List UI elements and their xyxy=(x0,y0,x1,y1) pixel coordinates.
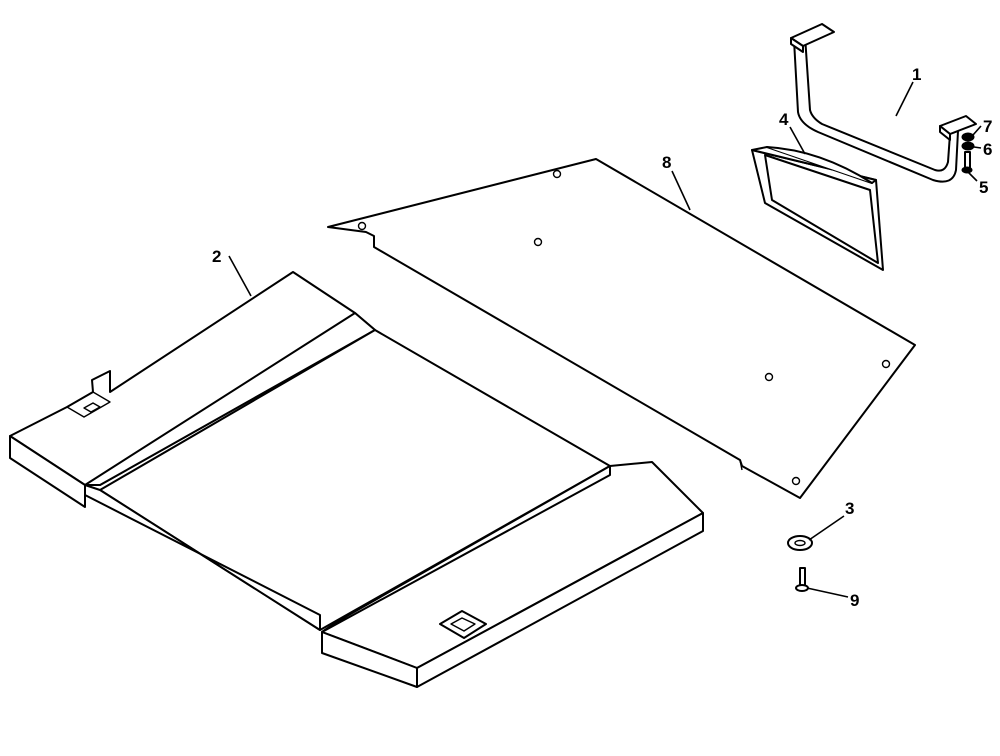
part-6-nut xyxy=(961,141,975,151)
plate-hole xyxy=(791,476,801,486)
plate-hole xyxy=(764,372,774,382)
part-2-floor-mat xyxy=(9,271,704,688)
plate-hole xyxy=(881,359,891,369)
callout-1: 1 xyxy=(912,65,921,84)
part-5-bolt xyxy=(961,151,973,174)
part-1-grab-handle xyxy=(790,23,977,183)
part-3-washer xyxy=(787,535,813,551)
leader-lines xyxy=(228,81,982,598)
plate-hole xyxy=(357,221,367,231)
callout-6: 6 xyxy=(983,140,992,159)
callout-5: 5 xyxy=(979,178,988,197)
part-8-floor-plate xyxy=(327,158,916,499)
callout-2: 2 xyxy=(212,247,221,266)
callout-3: 3 xyxy=(845,499,854,518)
plate-hole xyxy=(533,237,543,247)
callout-4: 4 xyxy=(779,110,789,129)
part-9-bolt xyxy=(795,567,809,592)
callout-8: 8 xyxy=(662,153,671,172)
callout-7: 7 xyxy=(983,117,992,136)
part-7-washer xyxy=(961,132,975,142)
callout-9: 9 xyxy=(850,591,859,610)
plate-hole xyxy=(552,169,562,179)
part-4-lamp-housing xyxy=(751,146,884,271)
